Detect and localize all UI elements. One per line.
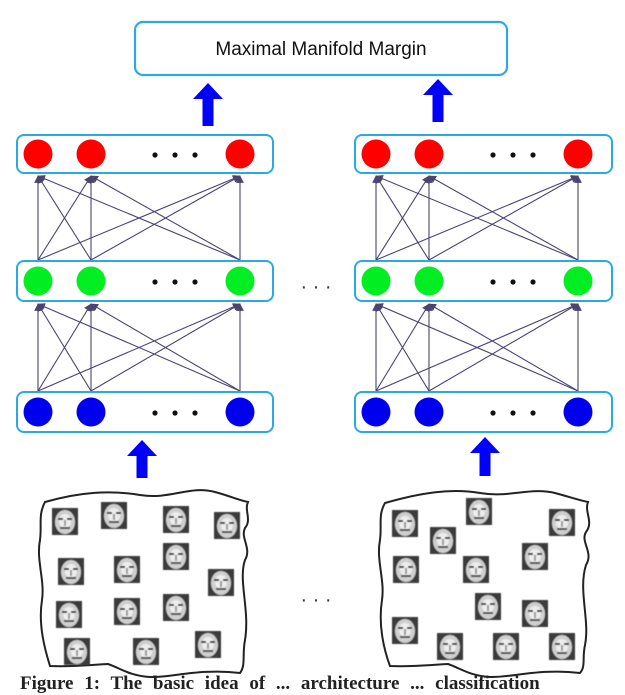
face-image-icon [466,498,492,525]
face-image-icon [163,594,189,621]
manifold-1 [38,489,250,679]
connection-arrow [37,303,92,392]
output-node [23,139,53,169]
output-node [225,139,255,169]
face-image-icon [392,510,418,537]
face-image-icon [56,601,82,628]
output-node [414,139,444,169]
connection-arrow [428,303,579,392]
ellipsis-dot [530,279,536,285]
face-image-icon [475,593,501,620]
layers [16,134,613,433]
face-image-icon [52,508,78,535]
face-image-icon [114,598,140,625]
face-image-icon [133,638,159,665]
hidden-node [76,266,106,296]
face-image-icon [549,633,575,660]
output-node [563,139,593,169]
output-box: Maximal Manifold Margin [133,20,509,77]
face-image-icon [114,556,140,583]
ellipsis-dot [172,279,178,285]
face-image-icon [430,527,456,554]
face-image-icon [101,502,127,529]
network-1 [16,134,274,433]
ellipsis-dot [510,410,516,416]
ellipsis-dot [172,152,178,158]
face-image-icon [392,617,418,644]
between-manifolds-ellipsis: · · · [300,589,331,611]
ellipsis-dot [192,410,198,416]
hidden-layer [354,260,613,302]
up-arrows [127,79,500,478]
up-arrow-icon [423,79,453,122]
ellipsis-dot [152,152,158,158]
hidden-node [414,266,444,296]
connection-arrow [37,303,241,392]
connection-arrow [375,303,430,392]
input-node [23,397,53,427]
input-node [414,397,444,427]
between-networks-ellipsis: · · · [300,276,331,298]
manifolds [38,489,591,679]
face-image-icon [393,556,419,583]
ellipsis-dot [490,410,496,416]
face-image-icon [163,543,189,570]
output-box-label: Maximal Manifold Margin [215,39,426,60]
connection-arrow [375,175,579,261]
ellipsis-dot [510,279,516,285]
face-image-icon [522,600,548,627]
hidden-node [225,266,255,296]
connections [34,175,582,392]
input-node [563,397,593,427]
face-image-icon [437,633,463,660]
output-layer [354,134,613,174]
face-image-icon [195,631,221,658]
face-image-icon [522,543,548,570]
face-image-icon [549,509,575,536]
ellipsis-dot [152,279,158,285]
connection-arrow [37,175,241,261]
hidden-node [563,266,593,296]
ellipsis-dot [152,410,158,416]
input-layer [354,391,613,433]
face-image-icon [64,638,90,665]
ellipsis-dot [530,152,536,158]
connection-arrow [428,175,579,261]
face-image-icon [493,633,519,660]
hidden-layer [16,260,274,302]
connection-arrow [375,175,430,261]
figure-caption: Figure 1: The basic idea of ... architec… [20,673,540,694]
face-image-icon [163,506,189,533]
input-node [361,397,391,427]
connection-arrow [375,303,579,392]
output-node [361,139,391,169]
network-2 [354,134,613,433]
connection-arrow [37,175,92,261]
up-arrow-icon [470,437,500,476]
manifold-outline [38,489,250,679]
hidden-node [23,266,53,296]
manifold-2 [378,490,591,679]
connection-arrow [90,175,241,261]
face-image-icon [214,512,240,539]
output-node [76,139,106,169]
ellipsis-dot [490,279,496,285]
up-arrow-icon [127,440,157,478]
input-layer [16,391,274,433]
face-image-icon [463,556,489,583]
ellipsis-dot [510,152,516,158]
output-layer [16,134,274,174]
ellipsis-dot [192,279,198,285]
hidden-node [361,266,391,296]
ellipsis-dot [490,152,496,158]
connection-arrow [90,303,241,392]
ellipsis-dot [172,410,178,416]
up-arrow-icon [193,83,223,126]
input-node [76,397,106,427]
face-image-icon [58,558,84,585]
ellipsis-dot [530,410,536,416]
ellipsis-dot [192,152,198,158]
input-node [225,397,255,427]
face-image-icon [208,569,234,596]
